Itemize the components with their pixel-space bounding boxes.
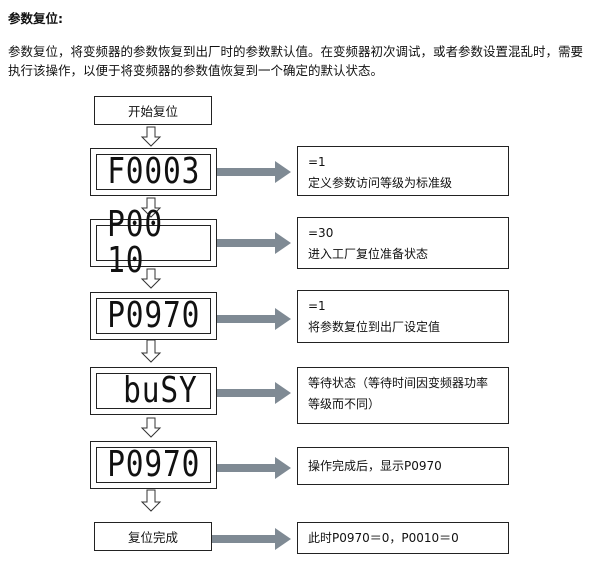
display-step-5: P0970: [90, 441, 217, 489]
display-readout: buSY: [123, 370, 198, 411]
note-line: 定义参数访问等级为标准级: [308, 176, 453, 190]
display-face: P0970: [96, 447, 211, 483]
intro-paragraph: 参数复位，将变频器的参数恢复到出厂时的参数默认值。在变频器初次调试，或者参数设置…: [8, 44, 584, 78]
section-heading: 参数复位:: [8, 11, 63, 26]
right-arrow-5: [217, 457, 291, 479]
down-arrow-3: [140, 268, 162, 289]
display-readout: P0970: [107, 295, 200, 336]
display-step-2: P00 10: [90, 207, 217, 279]
note-line: 将参数复位到出厂设定值: [308, 320, 441, 334]
note-line: =1: [308, 155, 326, 169]
right-arrow-1: [217, 161, 291, 183]
down-arrow-4: [140, 339, 162, 363]
display-face: F0003: [96, 154, 211, 190]
note-line: 等级而不同）: [308, 397, 381, 411]
note-line: 此时P0970＝0，P0010＝0: [308, 531, 459, 545]
note-line: 进入工厂复位准备状态: [308, 247, 429, 261]
down-arrow-6: [140, 489, 162, 512]
display-readout: F0003: [107, 151, 200, 192]
note-line: 操作完成后，显示P0970: [308, 459, 442, 473]
display-step-1: F0003: [90, 148, 217, 196]
start-label: 开始复位: [127, 104, 178, 119]
right-arrow-4: [217, 382, 291, 404]
right-arrow-6: [212, 528, 291, 550]
end-note: 此时P0970＝0，P0010＝0: [297, 522, 509, 554]
display-readout: P0970: [107, 444, 200, 485]
note-step-5: 操作完成后，显示P0970: [297, 447, 509, 485]
right-arrow-2: [217, 232, 291, 254]
note-step-3: =1 将参数复位到出厂设定值: [297, 290, 509, 343]
down-arrow-2: [140, 197, 162, 218]
down-arrow-5: [140, 417, 162, 438]
start-box: 开始复位: [94, 96, 212, 125]
display-face: buSY: [96, 373, 211, 409]
display-step-4: buSY: [90, 367, 217, 415]
down-arrow-1: [140, 126, 162, 147]
end-box: 复位完成: [94, 522, 212, 551]
display-readout: P00 10: [107, 204, 163, 281]
note-step-4: 等待状态（等待时间因变频器功率 等级而不同）: [297, 367, 509, 424]
note-line: =1: [308, 299, 326, 313]
note-line: 等待状态（等待时间因变频器功率: [308, 376, 489, 390]
note-step-2: =30 进入工厂复位准备状态: [297, 217, 509, 269]
display-face: P0970: [96, 298, 211, 334]
note-line: =30: [308, 226, 334, 240]
display-step-3: P0970: [90, 292, 217, 340]
end-label: 复位完成: [127, 530, 178, 545]
display-face: P00 10: [96, 207, 211, 279]
note-step-1: =1 定义参数访问等级为标准级: [297, 146, 509, 196]
right-arrow-3: [217, 308, 291, 330]
